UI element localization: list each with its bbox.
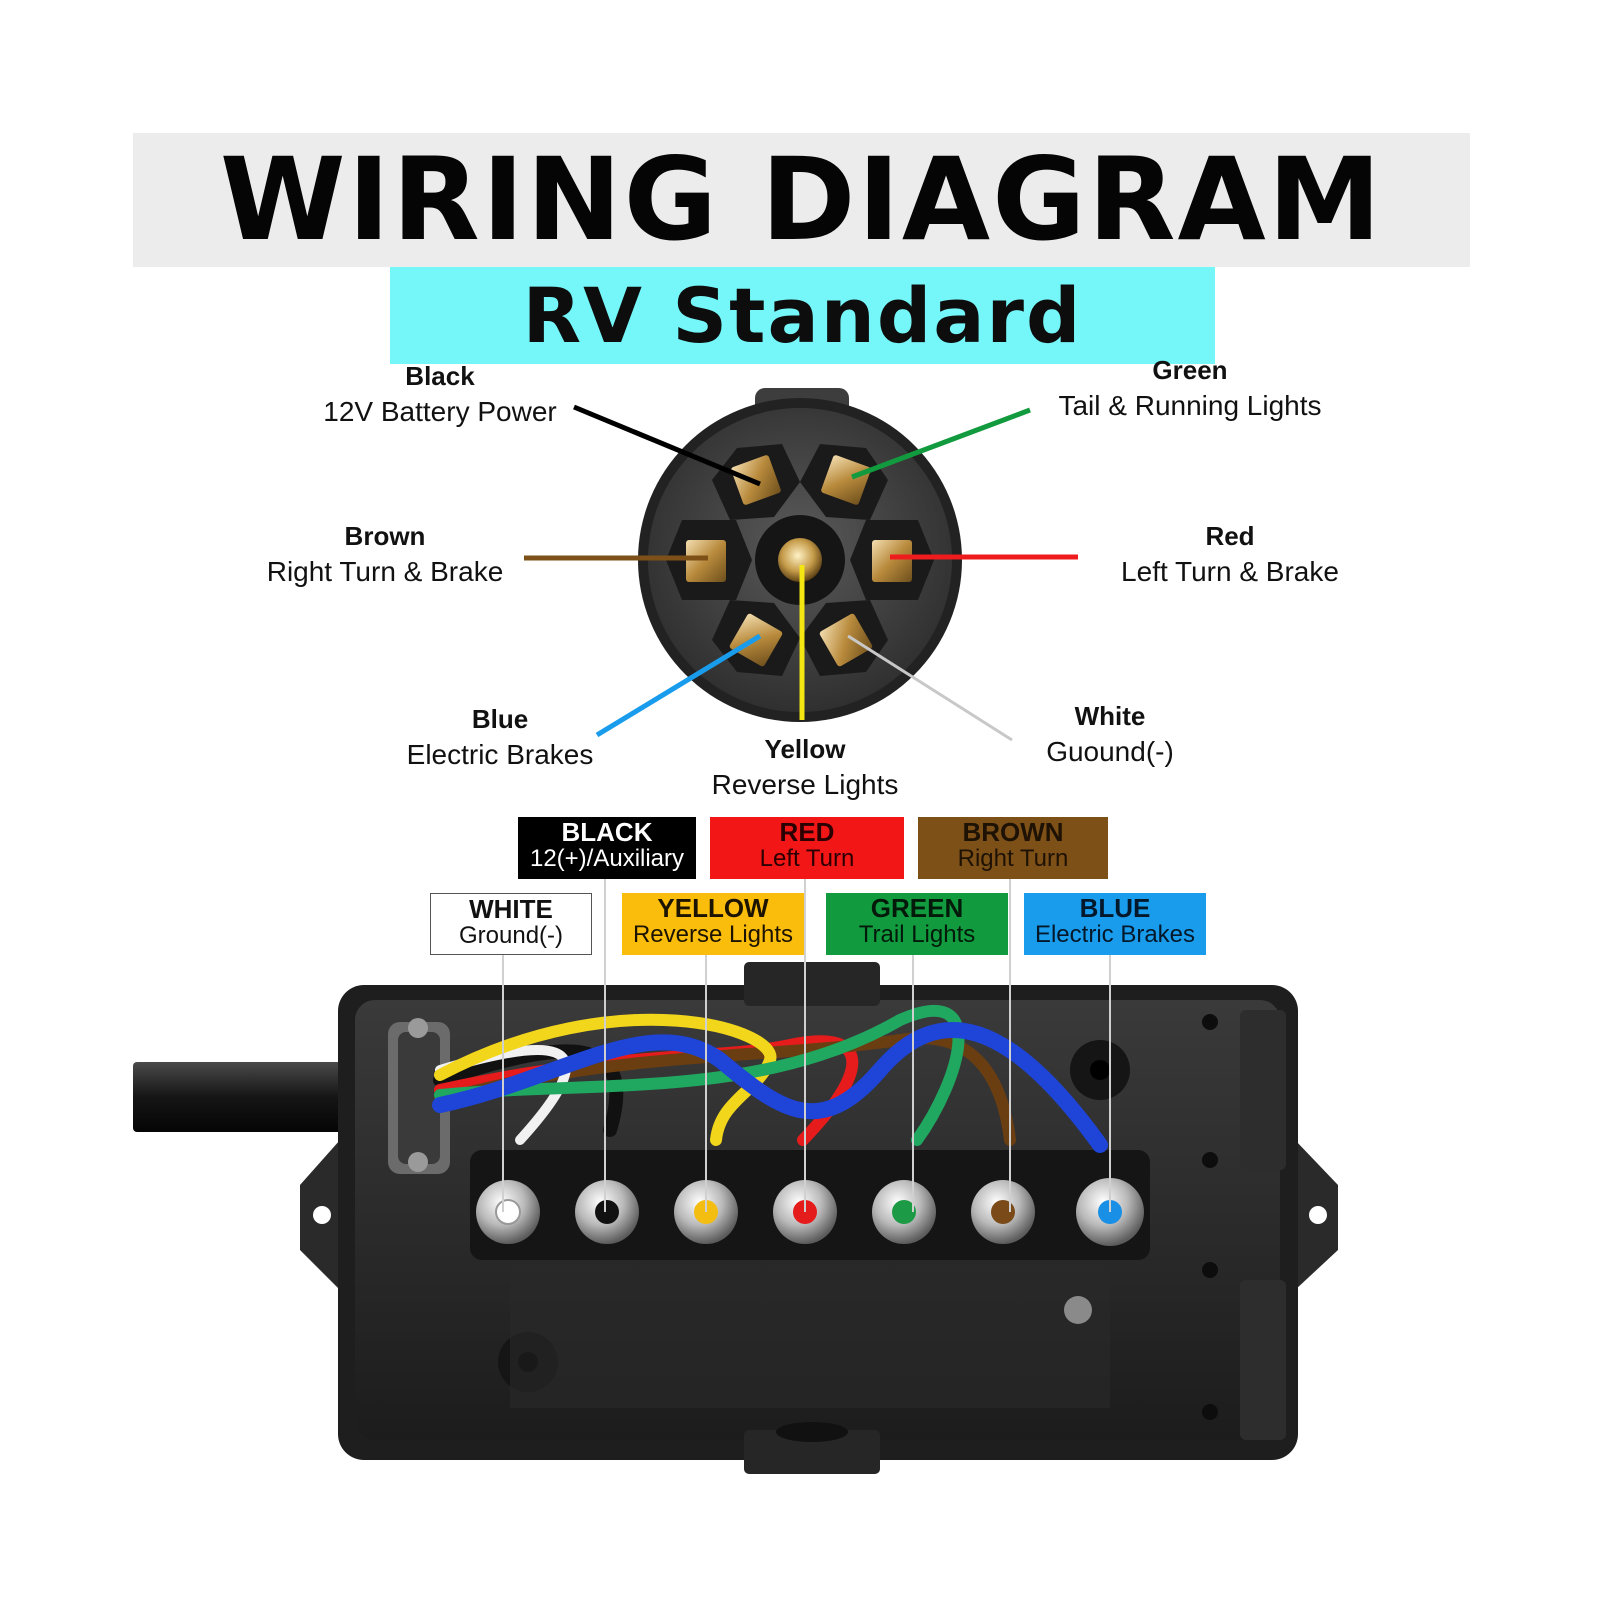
leader-blue [595, 633, 762, 738]
tag-white: WHITE Ground(-) [430, 893, 592, 955]
plug-label-black-color: Black [405, 361, 475, 391]
title-band [133, 133, 1470, 267]
tag-red-desc: Left Turn [759, 845, 855, 873]
plug-label-blue-color: Blue [471, 704, 529, 734]
plug-socket-white [800, 600, 888, 676]
tag-black-name: BLACK [561, 817, 653, 847]
plug-leader-lines [524, 404, 1078, 742]
tag-yellow-name: YELLOW [657, 893, 769, 923]
plug-label-yellow-color: Yellow [764, 734, 846, 764]
input-cable [133, 1062, 373, 1132]
latch-top-right [1240, 1010, 1286, 1170]
tag-white-desc: Ground(-) [458, 922, 564, 950]
seven-way-plug [638, 388, 962, 722]
tag-green-desc: Trail Lights [858, 921, 976, 949]
leader-green [851, 407, 1031, 480]
plug-label-black-function: 12V Battery Power [323, 395, 557, 427]
wire-green [434, 1004, 965, 1146]
tag-red: RED Left Turn [710, 817, 904, 879]
terminal-white [476, 1180, 540, 1244]
clamp-screw-top [408, 1018, 428, 1038]
tag-green-name: GREEN [870, 893, 964, 923]
terminal-brown [971, 1180, 1035, 1244]
leader-black [573, 404, 761, 487]
tag-brown-name: BROWN [962, 817, 1064, 847]
plug-label-blue-function: Electric Brakes [406, 738, 594, 770]
page-title: WIRING DIAGRAM [219, 133, 1384, 266]
plug-label-yellow: Yellow Reverse Lights [690, 733, 920, 803]
mounting-hole-left [313, 1206, 331, 1224]
plug-label-red-color: Red [1205, 521, 1255, 551]
plug-socket-green [800, 444, 888, 520]
latch-bottom-right [1240, 1280, 1286, 1440]
plug-label-green: Green Tail & Running Lights [1025, 354, 1355, 424]
plug-label-green-color: Green [1152, 355, 1228, 385]
tag-blue-desc: Electric Brakes [1034, 921, 1196, 949]
tag-yellow-desc: Reverse Lights [632, 921, 794, 949]
tag-leader-lines [502, 877, 1111, 1212]
tag-brown-desc: Right Turn [957, 845, 1069, 873]
plug-label-white-color: White [1074, 701, 1146, 731]
plug-label-brown-color: Brown [344, 521, 426, 551]
plug-label-white: White Guound(-) [1010, 700, 1210, 770]
tag-brown: BROWN Right Turn [918, 817, 1108, 879]
clamp-screw-bottom [408, 1152, 428, 1172]
page-subtitle: RV Standard [522, 270, 1083, 360]
terminal-black [575, 1180, 639, 1244]
plug-label-red: Red Left Turn & Brake [1095, 520, 1365, 590]
tag-red-name: RED [779, 817, 835, 847]
terminal-green [872, 1180, 936, 1244]
tag-black: BLACK 12(+)/Auxiliary [518, 817, 696, 879]
plug-label-black: Black 12V Battery Power [300, 360, 580, 430]
tag-yellow: YELLOW Reverse Lights [622, 893, 804, 955]
plug-label-brown-function: Right Turn & Brake [266, 555, 504, 587]
plug-label-red-function: Left Turn & Brake [1121, 555, 1339, 587]
tag-white-name: WHITE [469, 894, 553, 924]
internal-wires [432, 1004, 1108, 1153]
subtitle-band [390, 267, 1215, 364]
plug-label-white-function: Guound(-) [1046, 735, 1174, 767]
box-bottom-notch [744, 1430, 880, 1474]
tag-black-desc: 12(+)/Auxiliary [529, 845, 685, 873]
plug-label-blue: Blue Electric Brakes [390, 703, 610, 773]
plug-socket-brown [666, 520, 752, 600]
plug-label-brown: Brown Right Turn & Brake [240, 520, 530, 590]
plug-label-green-function: Tail & Running Lights [1058, 389, 1322, 421]
wire-blue [432, 1022, 1108, 1153]
plug-label-yellow-function: Reverse Lights [711, 768, 899, 800]
terminal-base [510, 1268, 1110, 1408]
mounting-hole-right [1309, 1206, 1327, 1224]
ground-screw [1064, 1296, 1092, 1324]
plug-center-pin [778, 538, 822, 582]
wire-yellow [434, 1013, 777, 1146]
box-top-notch [744, 962, 880, 1006]
plug-socket-red [850, 520, 934, 600]
tag-blue: BLUE Electric Brakes [1024, 893, 1206, 955]
tag-green: GREEN Trail Lights [826, 893, 1008, 955]
tag-blue-name: BLUE [1079, 893, 1151, 923]
leader-white [847, 634, 1013, 742]
